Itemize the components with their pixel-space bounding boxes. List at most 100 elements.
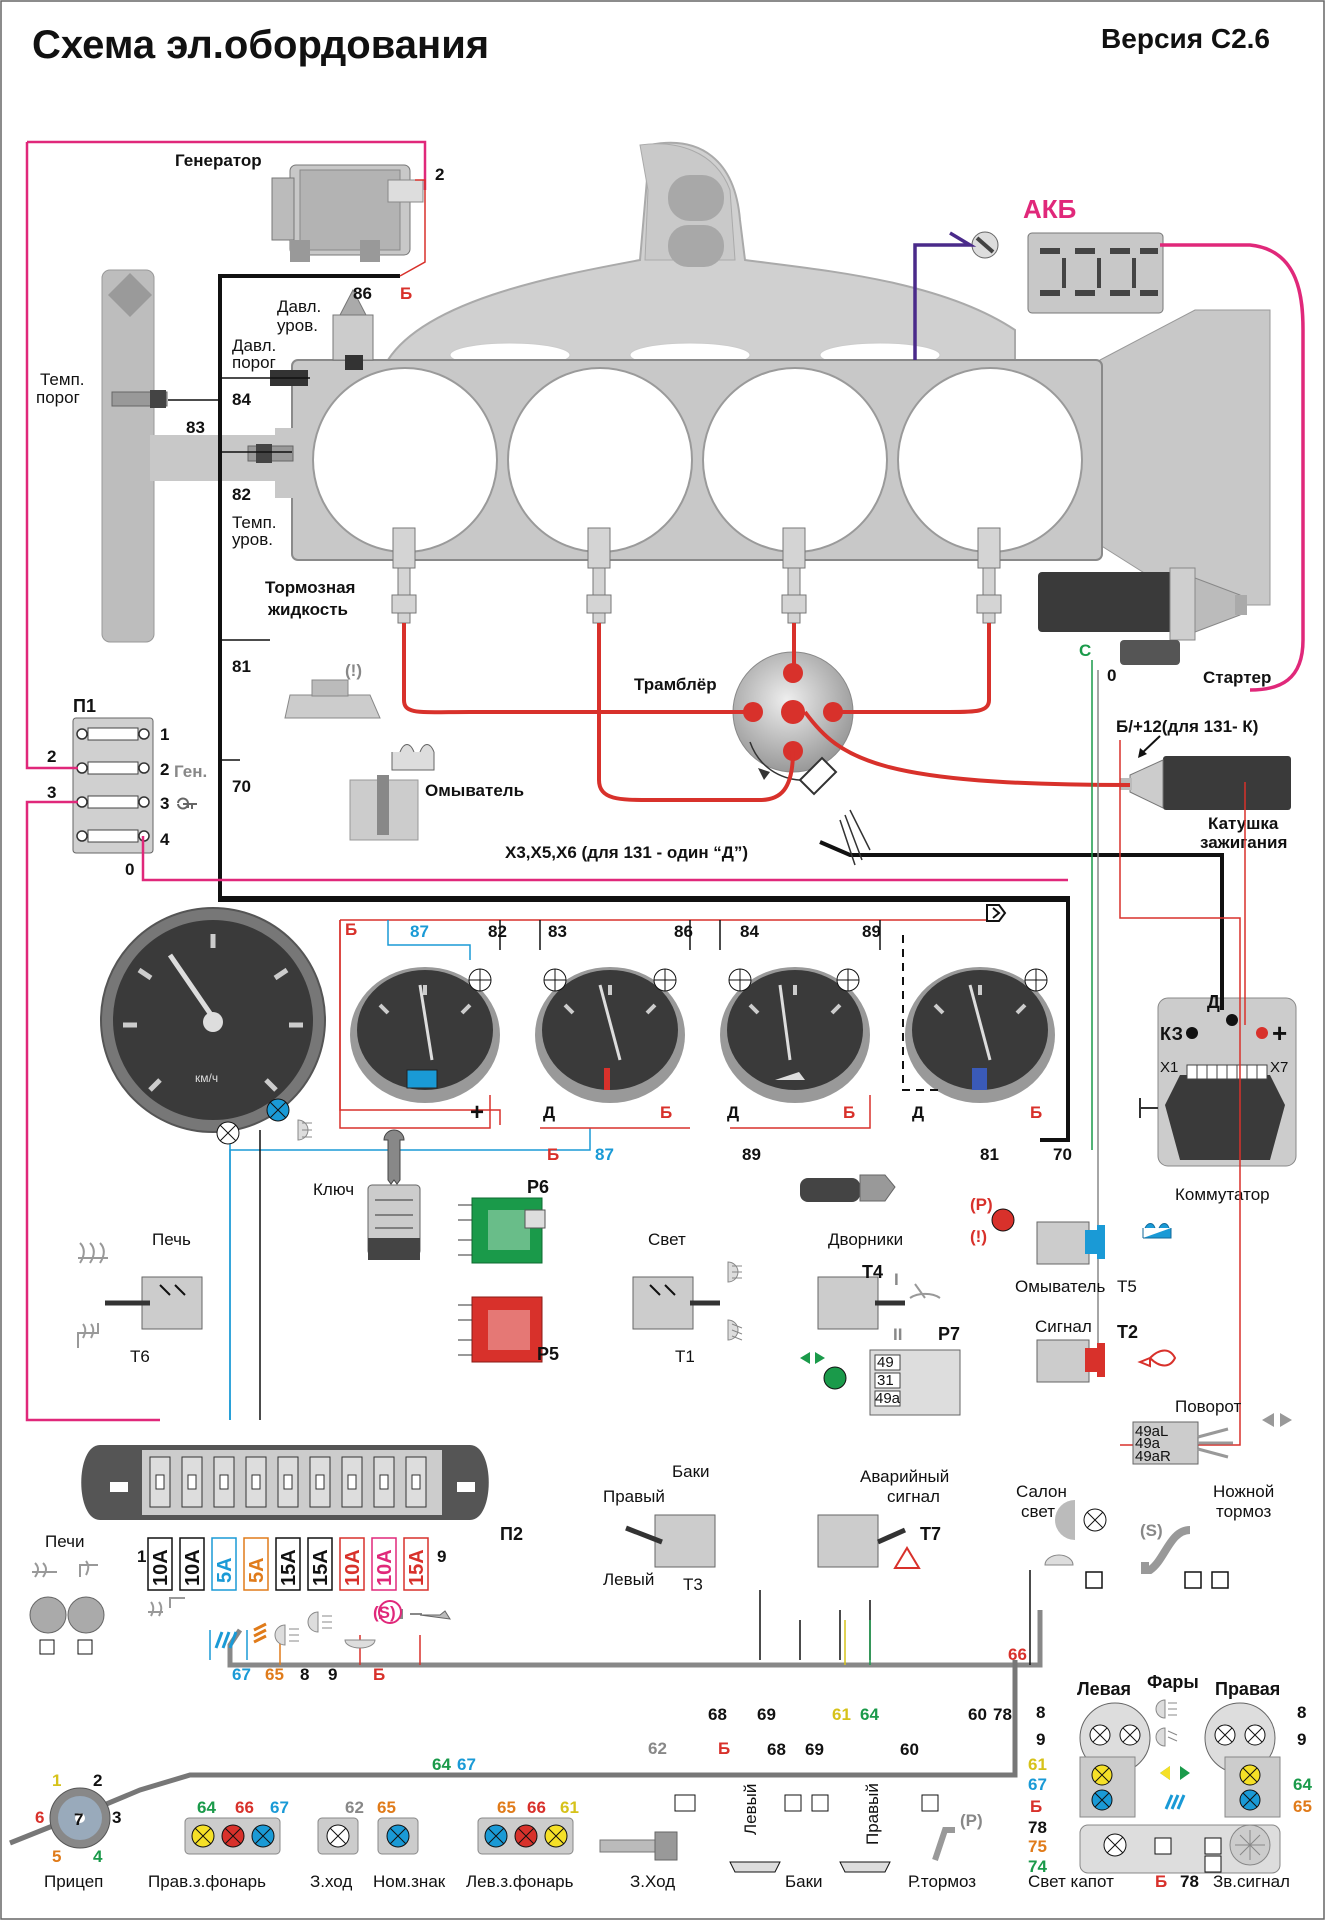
brake-pedal-icon [1141,1526,1191,1574]
headlights-title: Фары [1147,1672,1199,1692]
s-mark-circle [378,1600,402,1624]
wire-81: 81 [232,657,251,676]
wire-70: 70 [232,777,251,796]
wire-b-gen: Б [400,284,412,303]
gauge-top-83: 83 [548,922,567,941]
harness-mid-64: 64 [432,1755,451,1774]
harness-69: 69 [757,1705,776,1724]
fuse-s-mark: (S) [373,1603,396,1622]
relay-p7-pin-49a: 49а [875,1390,901,1407]
headlight-right [1204,1702,1276,1774]
bus-70: 70 [1053,1145,1072,1164]
wires [9,140,1305,1846]
hazard-switch [817,1514,907,1568]
headlight-beam-icon-1 [1155,1699,1177,1719]
fuse-3-rating: 5A [214,1557,236,1583]
washer-spray-icon-2 [1142,1223,1172,1239]
gauge-fuel [905,967,1055,1103]
tank-left-label: Левый [603,1570,654,1589]
p1-pin-2: 2 [160,760,169,779]
trailer-pin-7: 7 [74,1810,83,1829]
p1-pin-4: 4 [160,830,170,849]
tank-wire-60: 60 [900,1740,919,1759]
washer-warning-lamp [991,1208,1015,1232]
generator-wire-label: 2 [435,165,444,184]
rear-defrost-icon-orange [253,1622,267,1644]
starter-wire-c: С [1079,641,1091,660]
temp-thr-label-2: порог [36,388,80,407]
reverse-wire-62: 62 [648,1739,667,1758]
relay-p7-pin-49: 49 [877,1354,894,1371]
bus-b: Б [547,1145,559,1164]
harness-64: 64 [860,1705,879,1724]
harness-66: 66 [1008,1645,1027,1664]
distributor-label: Трамблёр [634,675,717,694]
front-turn-left [1079,1756,1136,1818]
label-parking-brake: Р.тормоз [908,1872,976,1891]
wipers-label: Дворники [828,1230,903,1249]
hl-left-74: 74 [1028,1857,1047,1876]
label-hood-light: Свет капот [1028,1872,1114,1891]
fog-front-icon [1164,1794,1186,1810]
speedometer-lamp-icon [297,1119,312,1141]
brake-fluid-label-1: Тормозная [265,578,355,597]
fuse-block-p2 [81,1445,489,1520]
wire-83: 83 [186,418,205,437]
side-light-icon [307,1611,332,1633]
commutator [1139,997,1297,1167]
coil-supply-label: Б/+12(для 131- К) [1116,717,1258,736]
washer-p-mark: (Р) [970,1195,993,1214]
interior-light [1055,1500,1107,1540]
turn-arrows-icon [800,1352,825,1364]
fuse-wire-65: 65 [265,1665,284,1684]
relay-p5-label: Р5 [537,1344,559,1364]
harness-left-65: 65 [377,1798,396,1817]
gauge-bottom-d1: Д [543,1103,555,1122]
p1-left-wire-3: 3 [47,783,56,802]
washer-switch-label: Омыватель [1015,1277,1105,1296]
bus-81: 81 [980,1145,999,1164]
hl-bottom-b: Б [1155,1872,1167,1891]
spark-plugs [391,527,1002,624]
hazard-t7: Т7 [920,1524,941,1544]
light-t1: Т1 [675,1347,695,1366]
speedometer [100,907,326,1145]
hl-left-78: 78 [1028,1818,1047,1837]
oil-pressure-level-label-2: уров. [277,316,318,335]
heaters-label: Печи [45,1532,84,1551]
harness-left-67: 67 [270,1798,289,1817]
hazard-label-1: Аварийный [860,1467,949,1486]
tank-wire-69: 69 [805,1740,824,1759]
gearbox [1099,309,1271,606]
horn-icon [1137,1349,1177,1368]
fuse-1-rating: 10A [150,1549,172,1586]
heater-motors [29,1560,105,1655]
hl-left-b: Б [1030,1797,1042,1816]
starter-label: Стартер [1203,668,1271,687]
ignition-key-switch [367,1129,421,1260]
oil-pressure-thr-label-2: порог [232,353,276,372]
horn-switch [1036,1339,1105,1383]
harness-right-61: 61 [560,1798,579,1817]
trailer-pin-1: 1 [52,1771,61,1790]
brake-fluid-reservoir [284,694,381,719]
bus-89: 89 [742,1145,761,1164]
parking-brake-p: (Р) [960,1811,983,1830]
turn-pin-49ar: 49аR [1135,1448,1171,1465]
gauge-bottom-b2: Б [843,1103,855,1122]
gauge-top-84: 84 [740,922,759,941]
gauge-bottom-b1: Б [660,1103,672,1122]
headlight-icon-2 [727,1319,743,1341]
heater-t6: Т6 [130,1347,150,1366]
brake-warning: (!) [345,661,362,680]
interior-light-label-2: свет [1021,1502,1055,1521]
heater-icon [78,1242,108,1264]
commutator-pin-plus: + [1272,1018,1287,1048]
oil-pressure-thr-label-1: Давл. [232,336,276,355]
p1-gen-label: Ген. [174,762,207,781]
fuel-tanks [729,1794,891,1873]
tank-left-v: Левый [741,1784,760,1835]
trailer-pin-3: 3 [112,1808,121,1827]
relay-p7-pin-31: 31 [877,1372,894,1389]
headlight-right-label: Правая [1215,1679,1280,1699]
